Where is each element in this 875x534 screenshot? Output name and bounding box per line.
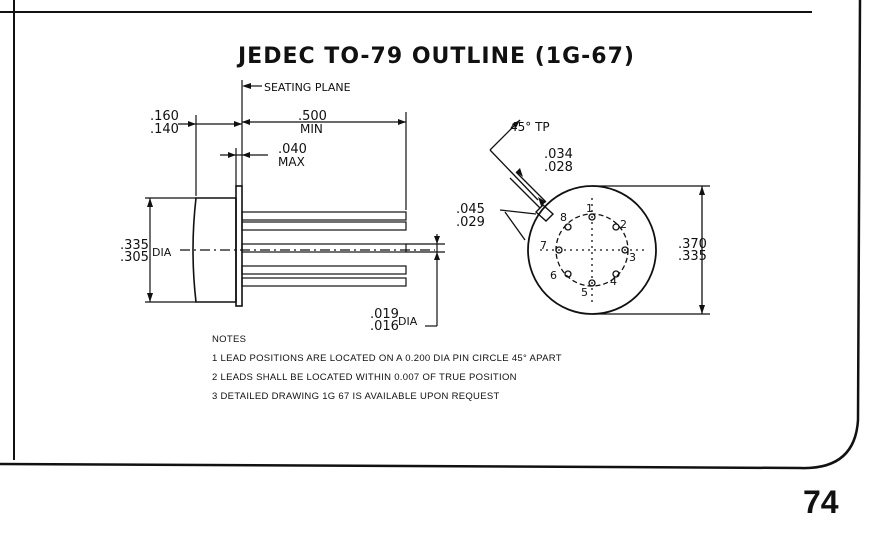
pin-2-label: 2 bbox=[620, 218, 627, 231]
dia1-label: DIA bbox=[152, 246, 172, 259]
note-line-2: 2 LEADS SHALL BE LOCATED WITHIN 0.007 OF… bbox=[212, 372, 517, 383]
dia2-label: DIA bbox=[398, 315, 418, 328]
dim-034-label: .034 bbox=[544, 147, 573, 162]
dim-140-label: .140 bbox=[150, 122, 179, 137]
dim-335-label: .335 bbox=[120, 238, 149, 253]
pin-8-label: 8 bbox=[560, 211, 567, 224]
dim-028-label: .028 bbox=[544, 160, 573, 175]
angle-label: 45° TP bbox=[510, 120, 550, 134]
dim-min-label: MIN bbox=[300, 122, 323, 136]
dim-160-label: .160 bbox=[150, 109, 179, 124]
pin-5-label: 5 bbox=[581, 286, 588, 299]
pin-1-label: 1 bbox=[586, 202, 593, 215]
side-view-drawing bbox=[145, 80, 445, 327]
dim-500-label: .500 bbox=[298, 109, 327, 124]
dim-019-label: .019 bbox=[370, 307, 399, 322]
dim-045-label: .045 bbox=[456, 202, 485, 217]
dim-016-label: .016 bbox=[370, 319, 399, 334]
drawing-title: JEDEC TO-79 OUTLINE (1G-67) bbox=[238, 44, 635, 69]
dim-370-label: .370 bbox=[678, 237, 707, 252]
dim-305-label: .305 bbox=[120, 250, 149, 265]
dim-max-label: MAX bbox=[278, 155, 305, 169]
note-line-3: 3 DETAILED DRAWING 1G 67 IS AVAILABLE UP… bbox=[212, 391, 500, 402]
note-line-1: 1 LEAD POSITIONS ARE LOCATED ON A 0.200 … bbox=[212, 353, 562, 364]
page-number: 74 bbox=[803, 484, 839, 520]
seating-plane-label: SEATING PLANE bbox=[264, 81, 351, 94]
pin-3-label: 3 bbox=[629, 251, 636, 264]
pin-4-label: 4 bbox=[610, 275, 617, 288]
dim-029-label: .029 bbox=[456, 215, 485, 230]
pin-6-label: 6 bbox=[550, 269, 557, 282]
bottom-view-drawing bbox=[489, 119, 710, 315]
dim-040-label: .040 bbox=[278, 142, 307, 157]
notes-block: NOTES 1 LEAD POSITIONS ARE LOCATED ON A … bbox=[212, 334, 562, 410]
notes-heading: NOTES bbox=[212, 334, 247, 345]
pin-7-label: 7 bbox=[540, 239, 547, 252]
dim-335b-label: .335 bbox=[678, 249, 707, 264]
